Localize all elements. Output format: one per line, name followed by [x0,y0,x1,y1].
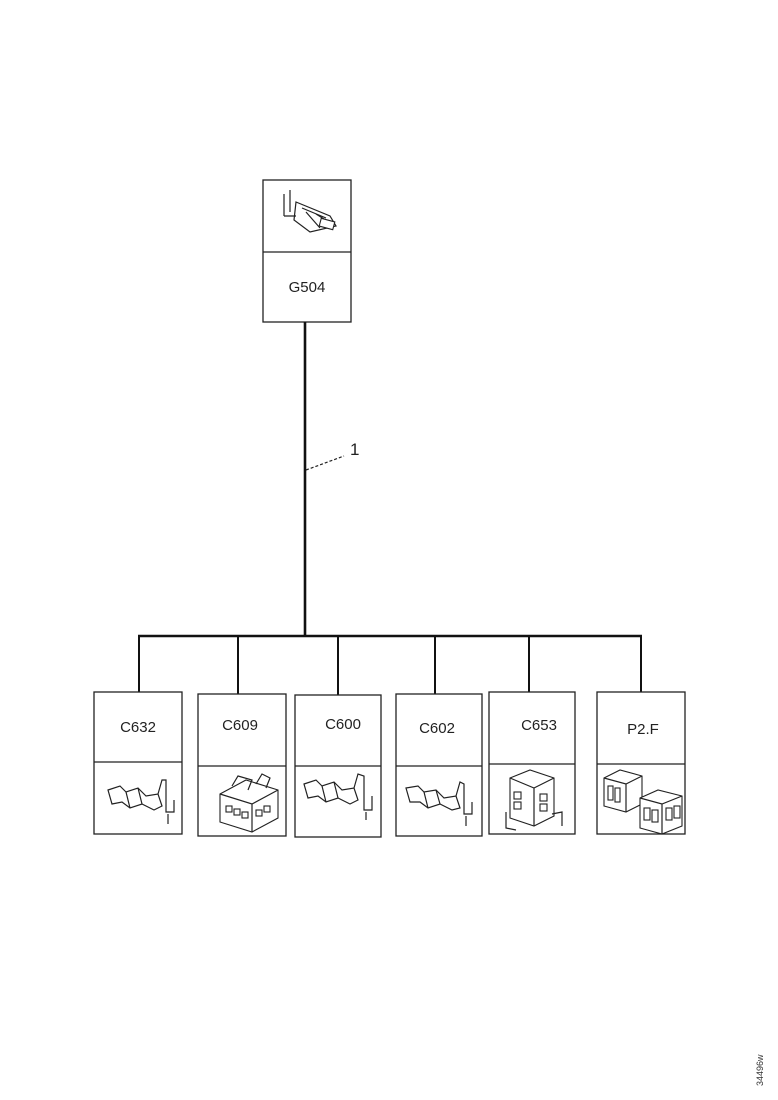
pin-terminal-icon [107,779,175,824]
connector-label: C602 [419,720,455,737]
pin-terminal-icon [303,773,373,820]
connector-c600[interactable]: C600 [294,694,382,838]
source-connector-label: G504 [289,279,326,296]
connector-label: P2.F [627,721,659,738]
source-connector-frame [262,179,352,323]
connector-label: C600 [325,716,361,733]
source-connector[interactable]: G504 [262,179,352,323]
connector-c632[interactable]: C632 [93,691,183,835]
connector-frame [395,693,483,837]
connector-c653[interactable]: C653 [488,691,576,835]
callout-leader [305,455,345,471]
connector-frame [93,691,183,835]
figure-reference-code: 34496w [755,1054,765,1086]
connector-c602[interactable]: C602 [395,693,483,837]
connector-label: C609 [222,717,258,734]
multi-pin-housing-icon [219,773,279,833]
pin-terminal-icon [405,781,473,826]
connector-p2f[interactable]: P2.F [596,691,686,835]
connector-label: C653 [521,717,557,734]
connector-c609[interactable]: C609 [197,693,287,837]
fuse-block-icon [603,769,683,835]
wire-callout: 1 [305,440,359,471]
terminal-connector-icon [283,190,337,233]
connector-label: C632 [120,719,156,736]
multi-pin-housing-icon [505,769,563,831]
wire-callout-number: 1 [350,440,359,459]
